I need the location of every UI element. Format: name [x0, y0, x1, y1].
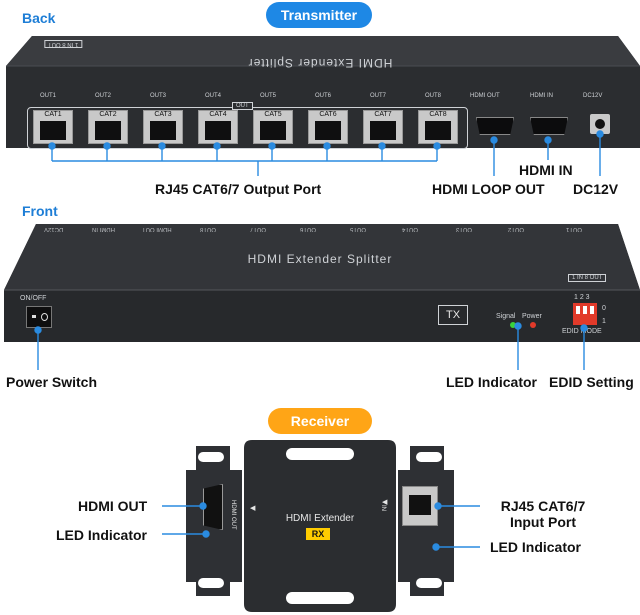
dip-numbers: 1 2 3	[574, 294, 590, 301]
power-led-label: Power	[522, 313, 542, 320]
cat-port-socket	[425, 121, 451, 140]
back-top-label: OUT3	[150, 93, 167, 99]
front-top-label: OUT3	[456, 226, 473, 232]
cat-port-label: CAT4	[209, 111, 227, 118]
receiver-title: HDMI Extender	[285, 513, 355, 524]
back-top-label: OUT7	[370, 93, 387, 99]
cat-port: CAT4	[198, 110, 238, 144]
back-top-label: OUT4	[205, 93, 222, 99]
cat-port-socket	[95, 121, 121, 140]
receiver-main-box	[244, 440, 396, 612]
cat-port-label: CAT5	[264, 111, 282, 118]
front-top-label: OUT2	[508, 226, 525, 232]
cat-port: CAT2	[88, 110, 128, 144]
cat-port-socket	[40, 121, 66, 140]
back-top-label: OUT5	[260, 93, 277, 99]
callout-hdmi-loop-out: HDMI LOOP OUT	[432, 181, 545, 197]
back-top-label: HDMI OUT	[470, 93, 500, 99]
power-switch-label: ON/OFF	[20, 295, 47, 302]
back-top-label: OUT8	[425, 93, 442, 99]
signal-led-label: Signal	[496, 313, 516, 320]
signal-led	[510, 322, 516, 328]
back-top-label: OUT2	[95, 93, 112, 99]
back-top-labels: OUT1 OUT2 OUT3 OUT4 OUT5 OUT6 OUT7 OUT8 …	[0, 93, 640, 103]
back-top-label: HDMI IN	[530, 93, 553, 99]
callout-rj45-input-line2: Input Port	[509, 514, 577, 530]
cat-port-socket	[150, 121, 176, 140]
cat-port-socket	[370, 121, 396, 140]
front-top-label: OUT6	[300, 226, 317, 232]
cat-port-label: CAT7	[374, 111, 392, 118]
receiver-rx-badge: RX	[306, 528, 330, 540]
callout-receiver-led-left: LED Indicator	[56, 527, 148, 543]
receiver-rj45-port	[402, 486, 438, 526]
front-top-label: HDMI OUT	[142, 226, 172, 232]
callout-receiver-hdmi-out: HDMI OUT	[78, 498, 148, 514]
front-callout-lines	[34, 322, 588, 370]
hdmi-out-port	[474, 117, 514, 141]
callout-rj45-output: RJ45 CAT6/7 Output Port	[155, 181, 322, 197]
cat-port-socket	[205, 121, 231, 140]
edid-mode-label: EDID MODE	[562, 328, 602, 335]
cat-port-label: CAT1	[44, 111, 62, 118]
front-top-label: OUT8	[200, 226, 217, 232]
callout-receiver-led-right: LED Indicator	[490, 539, 582, 555]
receiver-right-arrow-icon: ◀	[382, 499, 388, 506]
callout-hdmi-in: HDMI IN	[519, 162, 573, 178]
cat-port-socket	[260, 121, 286, 140]
cat-port-label: CAT6	[319, 111, 337, 118]
cat-port-label: CAT3	[154, 111, 172, 118]
front-top-label: OUT4	[402, 226, 419, 232]
back-top-label: DC12V	[583, 93, 603, 99]
dc-power-jack	[590, 114, 610, 134]
receiver-callout-lines	[162, 502, 480, 551]
callout-rj45-input: RJ45 CAT6/7 Input Port	[488, 498, 598, 530]
dip-zero-label: 0	[602, 305, 606, 312]
callout-led-indicator: LED Indicator	[446, 374, 538, 390]
cat-ports-out-header: OUT	[232, 102, 253, 110]
front-top-label: DC12V	[44, 226, 64, 232]
cat-port-label: CAT8	[429, 111, 447, 118]
back-top-label: OUT1	[40, 93, 57, 99]
receiver-pill: Receiver	[268, 408, 372, 434]
cat-port-socket	[315, 121, 341, 140]
callout-power-switch: Power Switch	[6, 374, 98, 390]
front-panel-badge: 1 IN 8 OUT	[568, 274, 607, 282]
callout-edid-setting: EDID Setting	[549, 374, 634, 390]
front-top-label: OUT7	[250, 226, 267, 232]
back-top-label: OUT6	[315, 93, 332, 99]
front-top-label: HDMI IN	[92, 226, 115, 232]
dip-switch[interactable]	[573, 303, 597, 325]
front-top-label: OUT5	[350, 226, 367, 232]
back-callout-lines	[48, 130, 604, 176]
transmitter-pill: Transmitter	[266, 2, 372, 28]
back-section-label: Back	[22, 10, 56, 26]
cat-port: CAT8	[418, 110, 458, 144]
hdmi-in-port	[528, 117, 568, 141]
callout-dc12v: DC12V	[573, 181, 619, 197]
front-top-labels: DC12V HDMI IN HDMI OUT OUT8 OUT7 OUT6 OU…	[0, 226, 640, 236]
cat-port: CAT5	[253, 110, 293, 144]
front-top-label: OUT1	[566, 226, 583, 232]
front-section-label: Front	[22, 203, 58, 219]
cat-port: CAT3	[143, 110, 183, 144]
front-panel-title: HDMI Extender Splitter	[247, 252, 393, 266]
dip-one-label: 1	[602, 318, 606, 325]
receiver-left-arrow-icon: ◀	[250, 505, 256, 512]
cat-port-label: CAT2	[99, 111, 117, 118]
cat-port: CAT7	[363, 110, 403, 144]
front-panel-device	[4, 224, 640, 342]
tx-badge: TX	[438, 305, 468, 325]
power-led	[530, 322, 536, 328]
callout-rj45-input-line1: RJ45 CAT6/7	[500, 498, 586, 514]
